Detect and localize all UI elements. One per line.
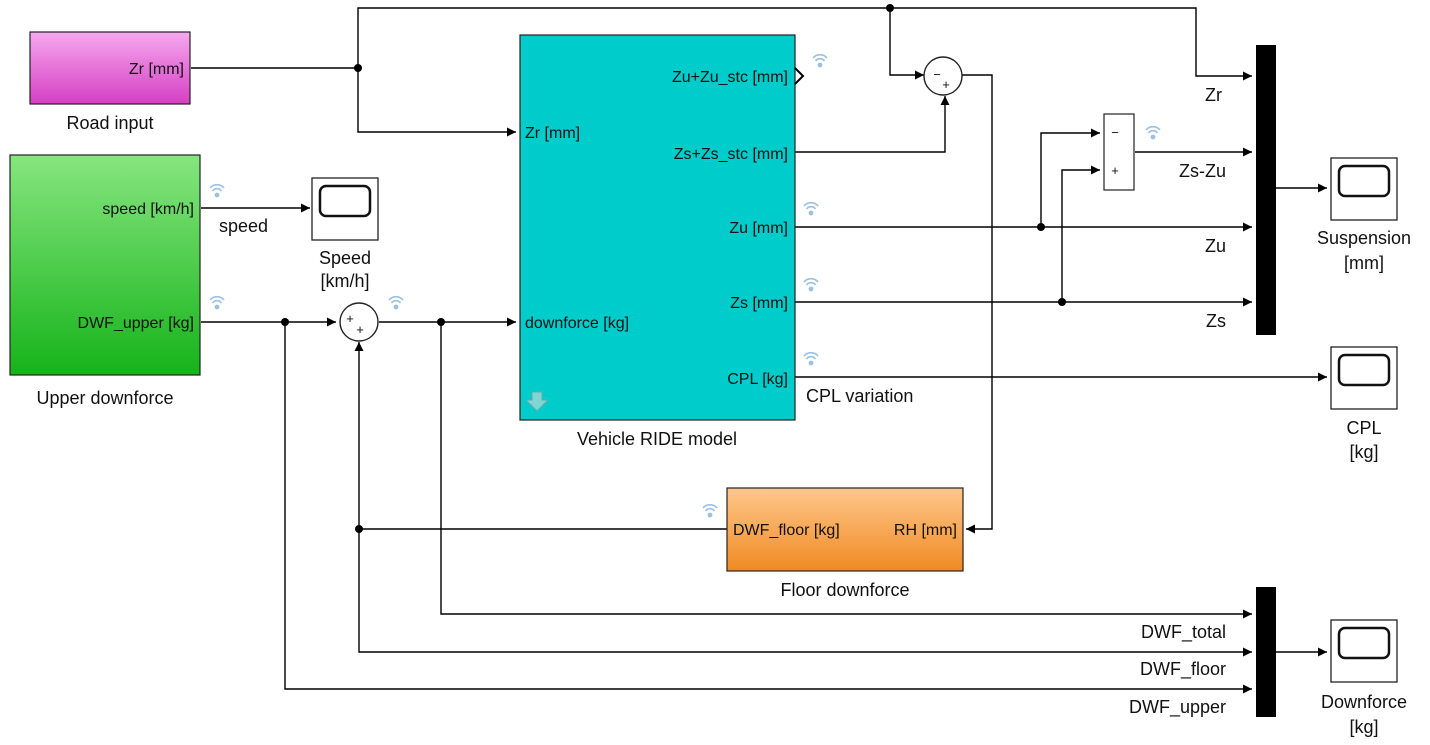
downforce-scope[interactable] <box>1329 618 1399 684</box>
cpl-variation-label: CPL variation <box>806 386 913 406</box>
sum-rh-plus: + <box>942 77 950 92</box>
upper-port-dwf: DWF_upper [kg] <box>78 315 194 332</box>
downforce-mux[interactable] <box>1256 587 1276 717</box>
speed-scope-label-2: [km/h] <box>320 271 369 291</box>
suspension-scope-label-1: Suspension <box>1317 228 1411 248</box>
zr-signal-label: Zr <box>1205 85 1222 105</box>
unconnected-port-icon <box>794 67 805 85</box>
subtract-block[interactable]: − + <box>1103 113 1135 191</box>
floor-port-rh: RH [mm] <box>894 522 957 539</box>
zu-signal-label: Zu <box>1205 236 1226 256</box>
cpl-scope-label-2: [kg] <box>1349 442 1378 462</box>
dwf-upper-signal-label: DWF_upper <box>1129 697 1226 718</box>
suspension-scope-label-2: [mm] <box>1344 253 1384 273</box>
signal-log-icon <box>803 201 819 217</box>
signal-log-icon <box>803 277 819 293</box>
subsystem-arrow-icon <box>524 391 550 412</box>
vehicle-port-zu: Zu [mm] <box>729 220 788 237</box>
sum-rh-block[interactable]: − + <box>923 56 963 96</box>
signal-log-icon <box>803 351 819 367</box>
signal-log-icon <box>812 53 828 69</box>
upper-port-speed: speed [km/h] <box>102 201 194 218</box>
vehicle-port-zu-stc: Zu+Zu_stc [mm] <box>672 69 788 86</box>
vehicle-port-cpl: CPL [kg] <box>727 371 788 388</box>
floor-downforce-label: Floor downforce <box>780 580 909 600</box>
sum-rh-minus: − <box>933 67 941 82</box>
road-input-port-zr: Zr [mm] <box>129 61 184 78</box>
vehicle-port-zr: Zr [mm] <box>525 125 580 142</box>
suspension-mux[interactable] <box>1256 45 1276 335</box>
subtract-plus: + <box>1111 163 1119 178</box>
zs-zu-signal-label: Zs-Zu <box>1179 161 1226 181</box>
sum-dwf-plus-2: + <box>356 322 364 337</box>
floor-downforce-block[interactable]: DWF_floor [kg] RH [mm] <box>726 487 964 572</box>
floor-port-dwf: DWF_floor [kg] <box>733 522 840 539</box>
upper-downforce-label: Upper downforce <box>36 388 173 408</box>
vehicle-ride-model-label: Vehicle RIDE model <box>577 429 737 449</box>
sum-dwf-block[interactable]: + + <box>339 302 379 342</box>
downforce-scope-label-1: Downforce <box>1321 692 1407 712</box>
vehicle-port-zs: Zs [mm] <box>730 295 788 312</box>
speed-scope[interactable] <box>310 176 380 242</box>
cpl-scope-label-1: CPL <box>1346 418 1381 438</box>
suspension-scope[interactable] <box>1329 156 1399 222</box>
speed-signal-label: speed <box>219 216 268 236</box>
dwf-floor-signal-label: DWF_floor <box>1140 659 1226 680</box>
vehicle-port-zs-stc: Zs+Zs_stc [mm] <box>674 146 788 163</box>
subtract-minus: − <box>1111 125 1119 140</box>
cpl-scope[interactable] <box>1329 345 1399 411</box>
signal-log-icon <box>209 183 225 199</box>
speed-scope-label-1: Speed <box>319 248 371 268</box>
signal-log-icon <box>1145 125 1161 141</box>
dwf-total-signal-label: DWF_total <box>1141 622 1226 643</box>
zs-signal-label: Zs <box>1206 311 1226 331</box>
upper-downforce-block[interactable]: speed [km/h] DWF_upper [kg] <box>9 154 201 376</box>
vehicle-ride-model-block[interactable]: Zr [mm] downforce [kg] Zu+Zu_stc [mm] Zs… <box>519 34 805 421</box>
road-input-label: Road input <box>66 113 153 133</box>
signal-log-icon <box>388 295 404 311</box>
signal-log-icon <box>209 295 225 311</box>
vehicle-port-downforce: downforce [kg] <box>525 315 629 332</box>
road-input-block[interactable]: Zr [mm] <box>29 31 191 105</box>
sum-dwf-plus-1: + <box>346 311 354 326</box>
downforce-scope-label-2: [kg] <box>1349 717 1378 737</box>
wires <box>191 4 1327 694</box>
signal-log-icon <box>702 503 718 519</box>
